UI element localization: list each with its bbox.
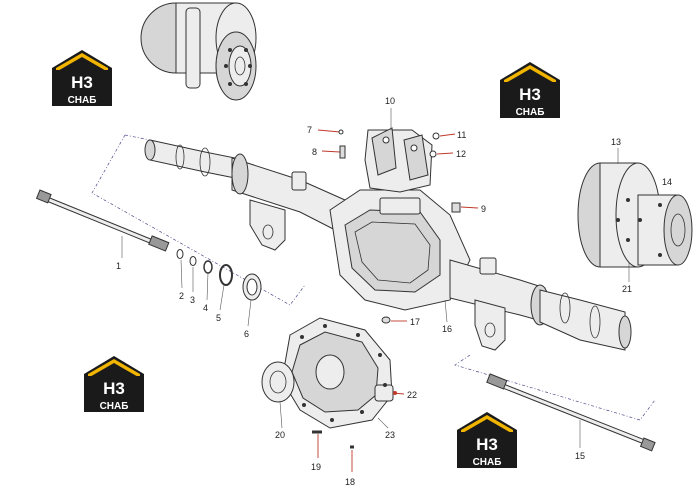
logo-name-text: CHAБ (516, 107, 545, 118)
callout-17: 17 (410, 317, 420, 327)
logo-name-text: CHAБ (100, 401, 129, 412)
callout-5: 5 (216, 313, 221, 323)
callout-8: 8 (312, 147, 317, 157)
logo-top-right: H3 CHAБ (500, 62, 560, 118)
callout-2: 2 (179, 291, 184, 301)
callout-18: 18 (345, 477, 355, 487)
callout-10: 10 (385, 96, 395, 106)
callout-22: 22 (407, 390, 417, 400)
differential (261, 317, 405, 429)
callout-15: 15 (575, 451, 585, 461)
logo-mark-text: H3 (71, 73, 93, 92)
callout-13: 13 (611, 137, 621, 147)
callouts: 1 2 3 4 5 6 7 8 9 10 11 12 13 14 15 16 1… (116, 96, 672, 487)
callout-14: 14 (662, 177, 672, 187)
logo-top-left: H3 CHAБ (52, 50, 112, 106)
small-fasteners (317, 129, 479, 324)
callout-9: 9 (481, 204, 486, 214)
seal-rings (176, 249, 262, 301)
logo-bottom-right: H3 CHAБ (457, 412, 517, 468)
logo-bottom-left: H3 CHAБ (84, 356, 144, 412)
logo-name-text: CHAБ (68, 95, 97, 106)
callout-6: 6 (244, 329, 249, 339)
logo-mark-text: H3 (103, 379, 125, 398)
callout-19: 19 (311, 462, 321, 472)
wheel-hub-top (140, 2, 257, 101)
callout-21: 21 (622, 284, 632, 294)
leader-lines (121, 108, 630, 448)
callout-4: 4 (203, 303, 208, 313)
callout-16: 16 (442, 324, 452, 334)
left-axle-shaft (35, 189, 170, 252)
wheel-hub-right (577, 162, 693, 268)
callout-11: 11 (457, 130, 466, 140)
callout-23: 23 (385, 430, 395, 440)
callout-20: 20 (275, 430, 285, 440)
logo-mark-text: H3 (519, 85, 541, 104)
top-bracket (364, 127, 433, 193)
studs (312, 430, 354, 472)
callout-7: 7 (307, 125, 312, 135)
logo-mark-text: H3 (476, 435, 498, 454)
callout-1: 1 (116, 261, 121, 271)
right-axle-shaft (486, 373, 656, 452)
callout-3: 3 (190, 295, 195, 305)
callout-12: 12 (456, 149, 466, 159)
logo-name-text: CHAБ (473, 457, 502, 468)
